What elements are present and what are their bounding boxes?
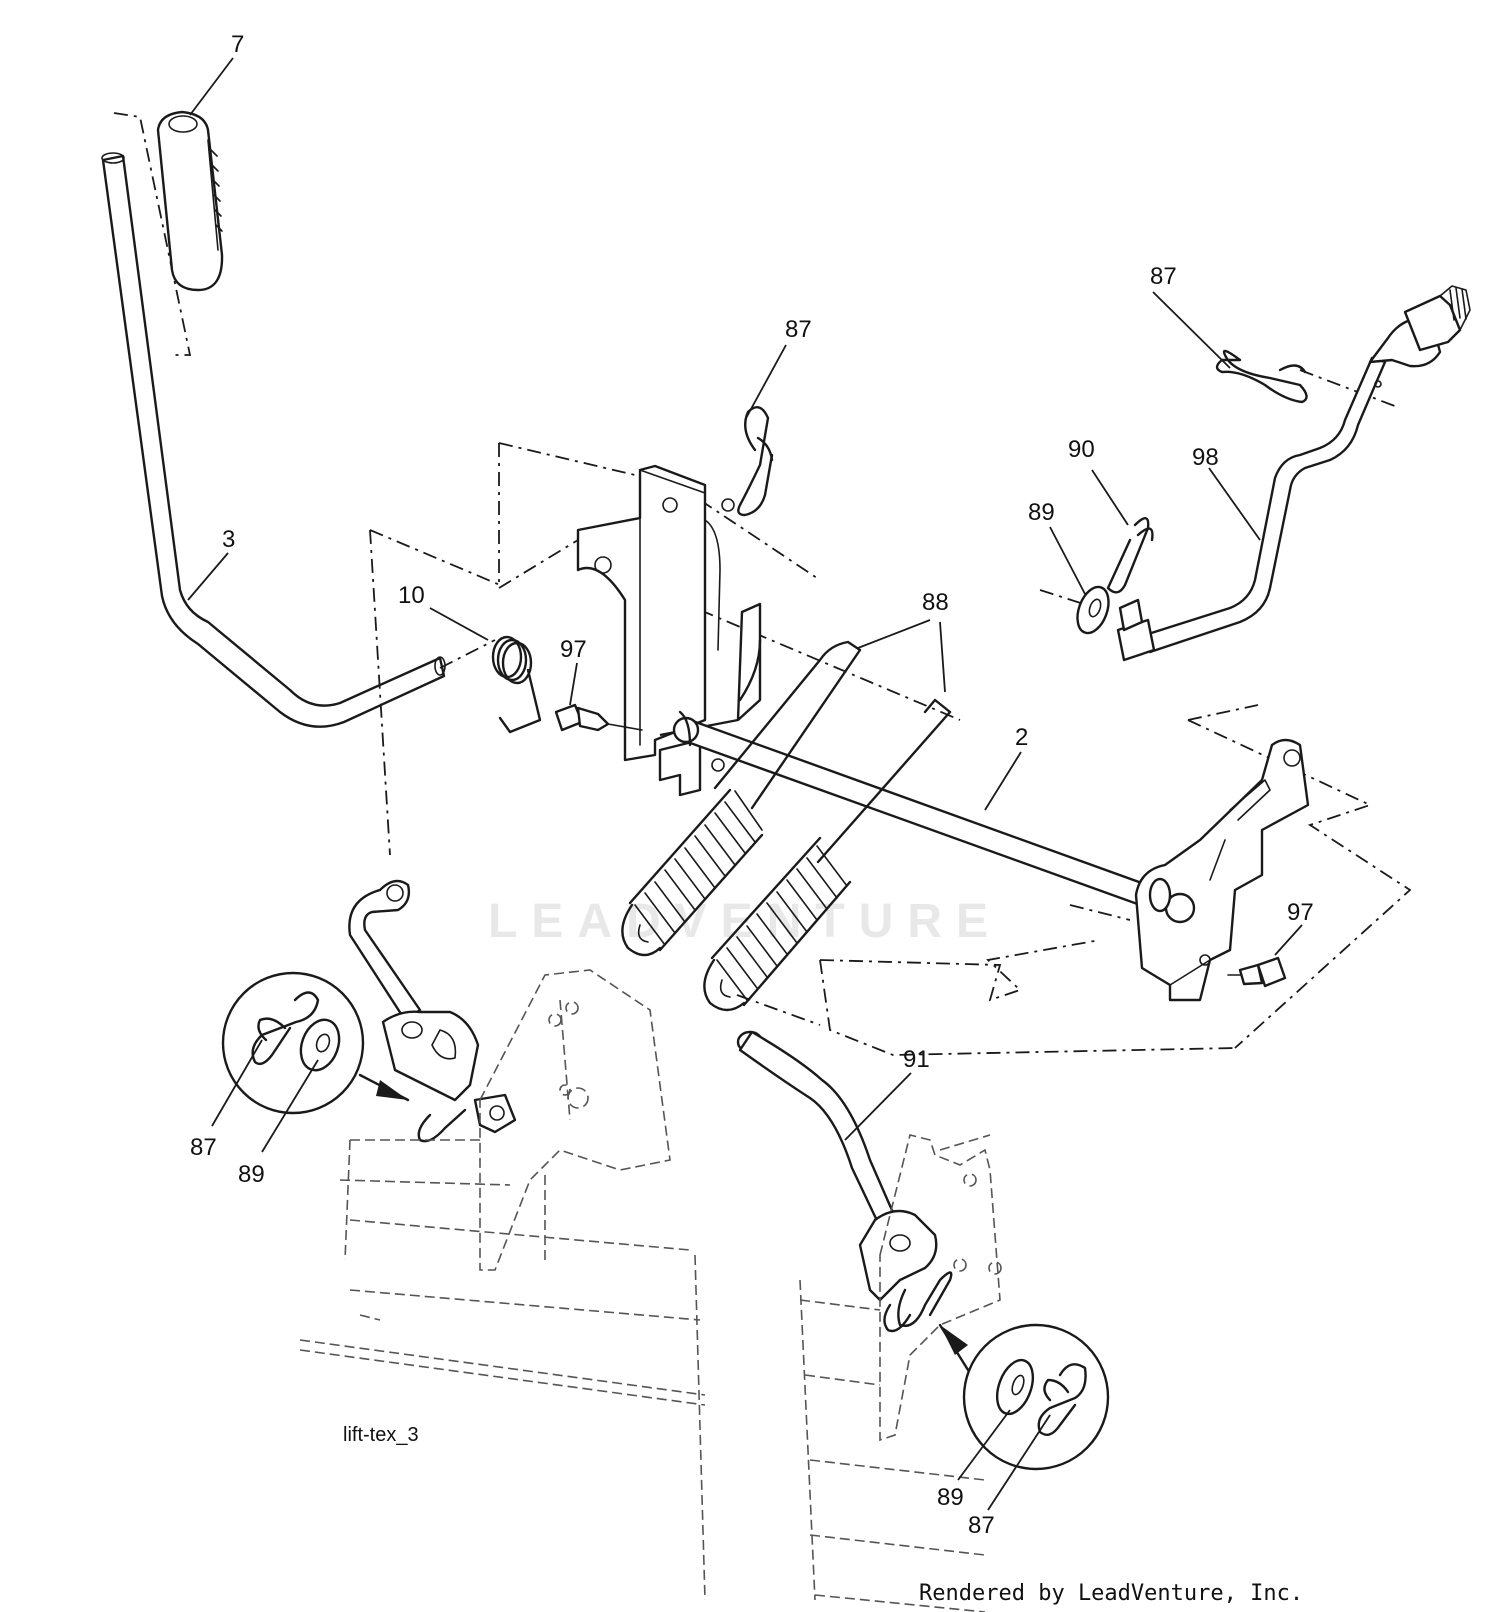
leader-lines [187,57,1303,1511]
center-bracket-part [576,464,762,797]
washer-89-detail-right [995,1358,1035,1416]
spring-coil-right [703,836,852,1012]
bolt-97-left-part [554,703,643,732]
hairpin-87-upper-right-part [1215,349,1308,404]
callout-90: 90 [1068,436,1095,463]
torsion-spring-part [491,635,542,734]
callout-87-upper-right: 87 [1150,263,1177,290]
deck-frame-left [299,969,706,1601]
handle-grip-part [113,110,224,356]
detail-inset-right [938,1323,1110,1471]
callout-10: 10 [398,582,425,609]
callout-labels: 7 3 87 87 10 97 88 90 98 89 2 97 91 87 8… [190,31,1314,1539]
render-credit: Rendered by LeadVenture, Inc. [919,1581,1303,1606]
callout-88: 88 [922,589,949,616]
callout-97-right: 97 [1287,899,1314,926]
callout-98: 98 [1192,444,1219,471]
detail-inset-left [221,971,410,1115]
callout-2: 2 [1015,724,1028,751]
washer-89-detail-left [299,1018,341,1072]
rod-98-part [1116,285,1471,662]
lift-springs-part [621,640,952,1012]
hairpin-87-detail-right [1037,1363,1087,1436]
left-lift-link-part [348,879,517,1143]
right-lift-arm-part [1134,738,1310,1002]
callout-87-detail-right: 87 [968,1512,995,1539]
callout-89-upper: 89 [1028,499,1055,526]
lift-shaft-part [672,710,1177,917]
lift-handle-rod-part [101,152,496,728]
callout-3: 3 [222,526,235,553]
washer-89-upper-part [1076,585,1110,635]
deck-frame-right [799,1134,1002,1612]
spring-coil-left [621,788,764,957]
diagram-reference-code: lift-tex_3 [343,1424,419,1446]
callout-89-detail-right: 89 [937,1484,964,1511]
hairpin-87-upper-center-part [737,406,774,517]
lift-link-91-part [736,1030,953,1333]
pin-90-part [1106,517,1154,632]
bolt-97-right-part [1227,956,1287,988]
callout-91: 91 [903,1046,930,1073]
callout-7: 7 [231,31,244,58]
hairpin-87-detail-left [251,991,320,1066]
callout-87-detail-left: 87 [190,1134,217,1161]
assembly-outlines [369,369,1412,1056]
callout-87-upper-center: 87 [785,316,812,343]
callout-89-detail-left: 89 [238,1161,265,1188]
callout-97-left: 97 [560,636,587,663]
